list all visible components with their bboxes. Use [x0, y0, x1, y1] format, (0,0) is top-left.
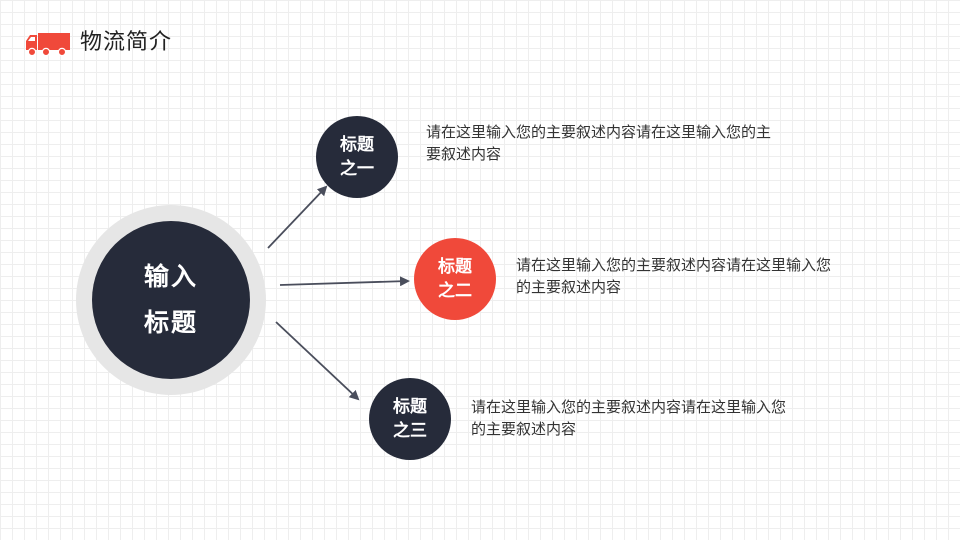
node-2-label-line-1: 标题	[438, 257, 472, 277]
center-title-line-2: 标题	[143, 308, 198, 337]
node-3-circle: 标题 之三	[369, 378, 451, 460]
node-2-circle: 标题 之二	[414, 238, 496, 320]
node-3-description: 请在这里输入您的主要叙述内容请在这里输入您 的主要叙述内容	[471, 398, 787, 438]
node-2-label-line-2: 之二	[438, 281, 472, 301]
center-circle: 输入 标题	[92, 221, 250, 379]
arrow-to-node-2	[279, 276, 410, 287]
node-1-circle: 标题 之一	[316, 116, 398, 198]
truck-icon	[26, 33, 70, 57]
node-1-label-line-2: 之一	[340, 159, 374, 179]
node-3-label-line-1: 标题	[393, 397, 427, 417]
node-3-label-line-2: 之三	[393, 421, 427, 441]
page-title: 物流简介	[80, 30, 173, 55]
arrow-to-node-1	[267, 185, 328, 249]
center-title-line-1: 输入	[143, 262, 198, 291]
node-1-description: 请在这里输入您的主要叙述内容请在这里输入您的主 要叙述内容	[426, 123, 772, 163]
node-1-label-line-1: 标题	[340, 135, 374, 155]
arrow-to-node-3	[275, 321, 360, 401]
node-2-description: 请在这里输入您的主要叙述内容请在这里输入您 的主要叙述内容	[516, 256, 832, 296]
header: 物流简介	[24, 28, 172, 58]
